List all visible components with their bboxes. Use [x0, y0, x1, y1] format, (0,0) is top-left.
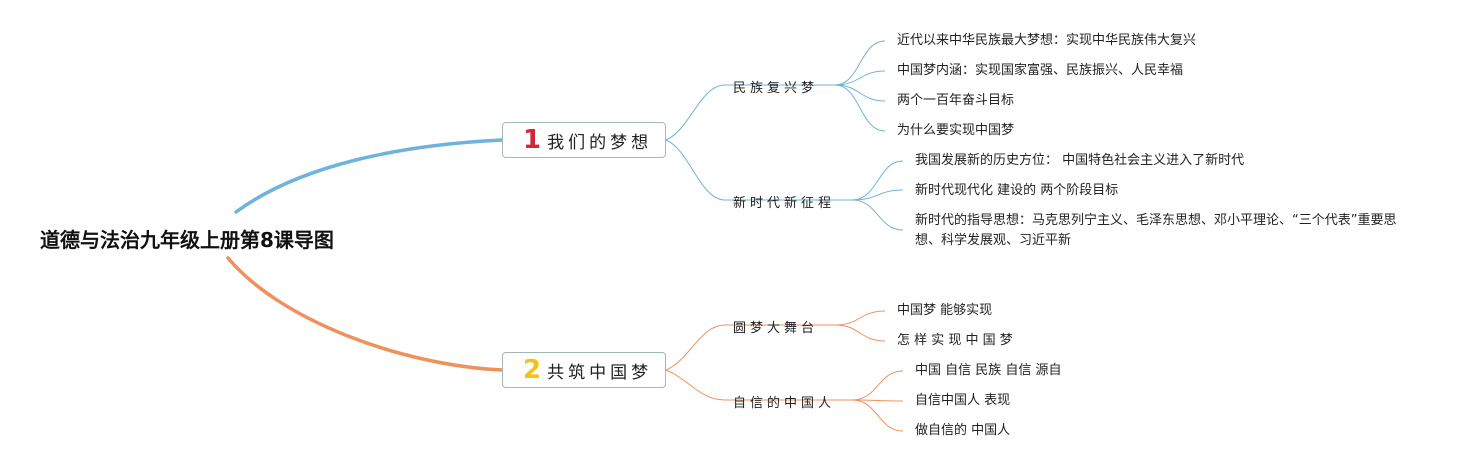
sub-4-leaf-3-line	[851, 399, 904, 432]
root-title: 道德与法治九年级上册第8课导图	[40, 228, 334, 252]
topic-2-to-sub-2-line	[665, 369, 726, 401]
topic-2-box[interactable]: 2 共筑中国梦	[502, 352, 666, 388]
topic-1-label: 我们的梦想	[547, 132, 653, 153]
sub-3-leaf-1-line	[834, 310, 886, 326]
sub-1-leaf-4-line	[834, 84, 886, 132]
sub-4-leaf-1-line	[851, 370, 904, 401]
leaf-2-1-1: 中国梦 能够实现	[897, 303, 993, 318]
leaf-2-2-3: 做自信的 中国人	[915, 423, 1011, 438]
topic-2-to-sub-1-line	[665, 324, 726, 371]
leaf-1-2-3: 新时代的指导思想：马克思列宁主义、毛泽东思想、邓小平理论、“三个代表”重要思想、…	[915, 213, 1397, 248]
sub-1-leaf-2-line	[834, 70, 886, 86]
root-to-topic-1-line	[234, 138, 504, 214]
leaf-2-2-1: 中国 自信 民族 自信 源自	[915, 363, 1062, 378]
sub-4-leaf-2-line	[851, 399, 904, 402]
sub-1-leaf-1-line	[834, 40, 886, 86]
topic-2-number: 2	[523, 355, 542, 385]
root-to-topic-2-line	[226, 256, 504, 372]
sub-2-leaf-2-line	[851, 189, 904, 201]
sub-1-leaf-3-line	[834, 84, 886, 102]
leaf-1-1-3: 两个一百年奋斗目标	[897, 93, 1015, 108]
leaf-2-1-2: 怎 样 实 现 中 国 梦	[897, 333, 1013, 348]
topic-1-box[interactable]: 1 我们的梦想	[502, 122, 666, 158]
leaf-1-2-2: 新时代现代化 建设的 两个阶段目标	[915, 183, 1119, 198]
sub-3-leaf-2-line	[834, 324, 886, 342]
subtopic-2-1[interactable]: 圆梦大舞台	[733, 321, 819, 336]
topic-1-to-sub-1-line	[665, 84, 726, 141]
topic-1-number: 1	[523, 125, 542, 155]
topic-1-to-sub-2-line	[665, 139, 726, 201]
leaf-2-2-2: 自信中国人 表现	[915, 393, 1011, 408]
sub-2-leaf-1-line	[851, 160, 904, 201]
subtopic-1-1[interactable]: 民族复兴梦	[733, 81, 819, 96]
leaf-1-1-4: 为什么要实现中国梦	[897, 123, 1015, 138]
subtopic-1-2[interactable]: 新时代新征程	[733, 196, 836, 211]
leaf-1-2-1: 我国发展新的历史方位： 中国特色社会主义进入了新时代	[915, 153, 1245, 168]
sub-2-leaf-3-line	[851, 199, 904, 231]
topic-2-label: 共筑中国梦	[547, 362, 653, 383]
subtopic-2-2[interactable]: 自信的中国人	[733, 396, 836, 411]
leaf-1-1-2: 中国梦内涵：实现国家富强、民族振兴、人民幸福	[897, 63, 1184, 78]
leaf-1-1-1: 近代以来中华民族最大梦想：实现中华民族伟大复兴	[897, 33, 1197, 48]
